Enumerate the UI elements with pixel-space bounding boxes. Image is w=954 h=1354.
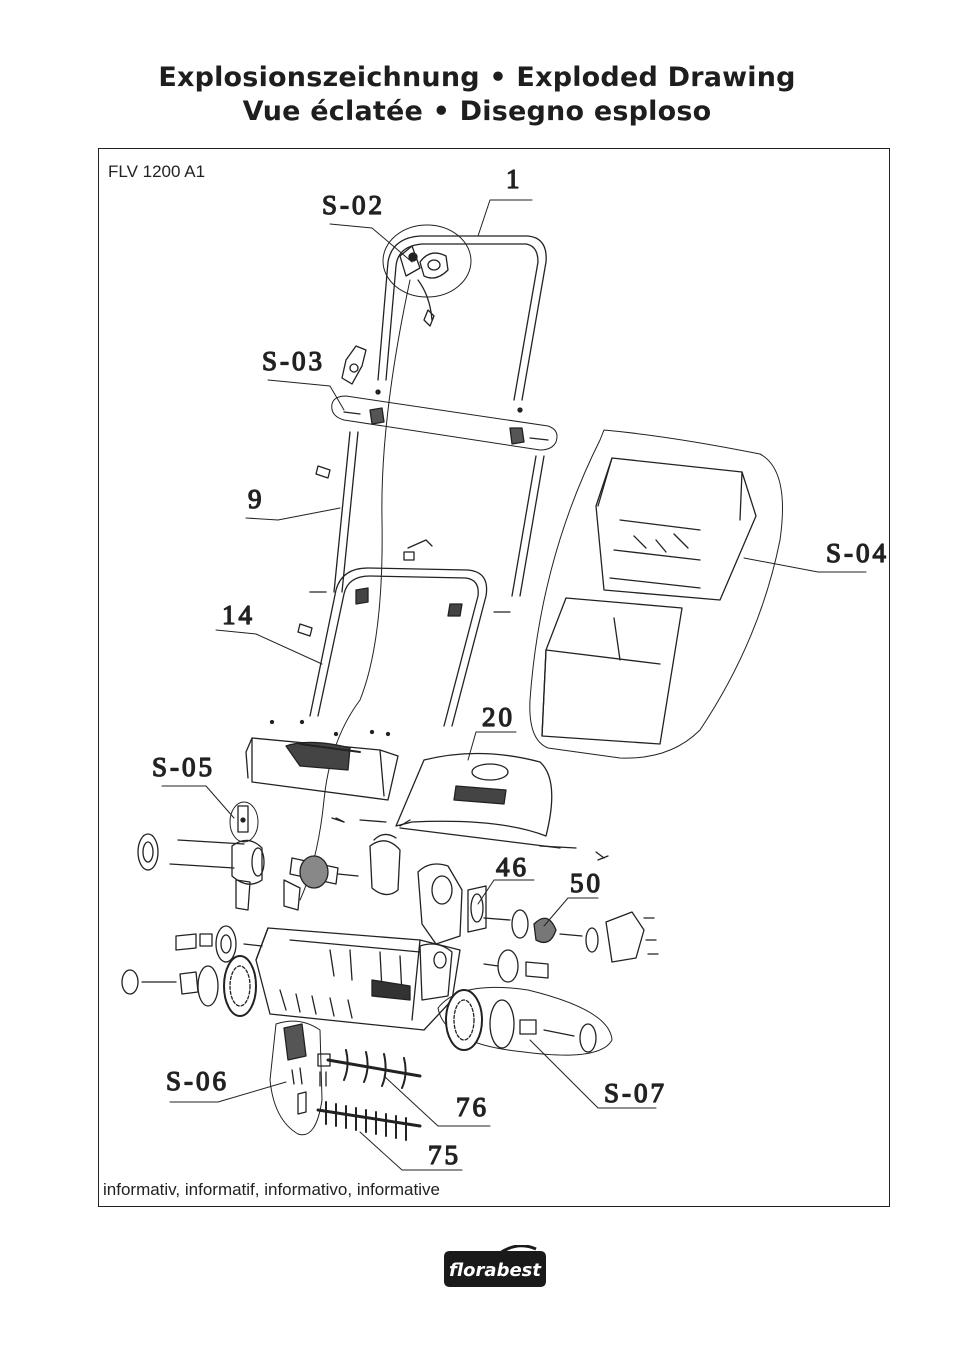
upper-handle (377, 235, 547, 401)
logo-badge (444, 1251, 546, 1287)
knob-left (369, 407, 385, 425)
callout-20: 20 (482, 702, 515, 732)
leader-lines (161, 199, 867, 1171)
logo-leaf-swoosh (499, 1245, 537, 1255)
callout-76: 76 (456, 1092, 489, 1122)
power-cord (299, 279, 411, 901)
page-title-line-1: Explosionszeichnung • Exploded Drawing (158, 62, 796, 93)
drawing-frame (98, 148, 890, 1207)
aerator-roller-brush (316, 1101, 422, 1141)
callout-75: 75 (428, 1140, 461, 1170)
motor-cover (245, 719, 399, 801)
grass-collection-box (529, 429, 783, 759)
deck-chassis (255, 927, 461, 1031)
cable-clip (341, 345, 367, 385)
left-wheel-group (121, 925, 263, 1017)
scarifier-tine-shaft (326, 1049, 422, 1089)
switch-detail (229, 801, 259, 843)
callout-46: 46 (496, 852, 529, 882)
gear-housing (331, 817, 609, 945)
callout-1: 1 (506, 164, 523, 194)
motor-assembly (137, 817, 401, 911)
page-title-line-2: Vue éclatée • Disegno esploso (242, 96, 712, 127)
model-number: FLV 1200 A1 (108, 162, 206, 181)
small-screw-set (297, 465, 511, 637)
lower-handle (309, 567, 488, 727)
callout-s-07: S-07 (604, 1078, 667, 1108)
knob-right (509, 427, 525, 445)
belt-pulley (483, 909, 659, 963)
callout-s-03: S-03 (262, 346, 325, 376)
callout-50: 50 (570, 868, 603, 898)
callout-s-05: S-05 (152, 752, 215, 782)
informative-note: informativ, informatif, informativo, inf… (103, 1180, 440, 1199)
rear-flap (395, 752, 553, 837)
switch-box (382, 224, 472, 327)
florabest-logo: florabest (444, 1245, 546, 1287)
middle-tubes (333, 431, 545, 597)
handle-cross-plate (331, 395, 558, 451)
right-wheel-group (437, 949, 613, 1056)
callout-s-04: S-04 (826, 538, 889, 568)
bearing-bracket-group (269, 1020, 331, 1136)
callout-s-02: S-02 (322, 190, 385, 220)
logo-text: florabest (449, 1260, 542, 1281)
callout-9: 9 (248, 484, 265, 514)
callout-14: 14 (222, 600, 255, 630)
callout-s-06: S-06 (166, 1066, 229, 1096)
